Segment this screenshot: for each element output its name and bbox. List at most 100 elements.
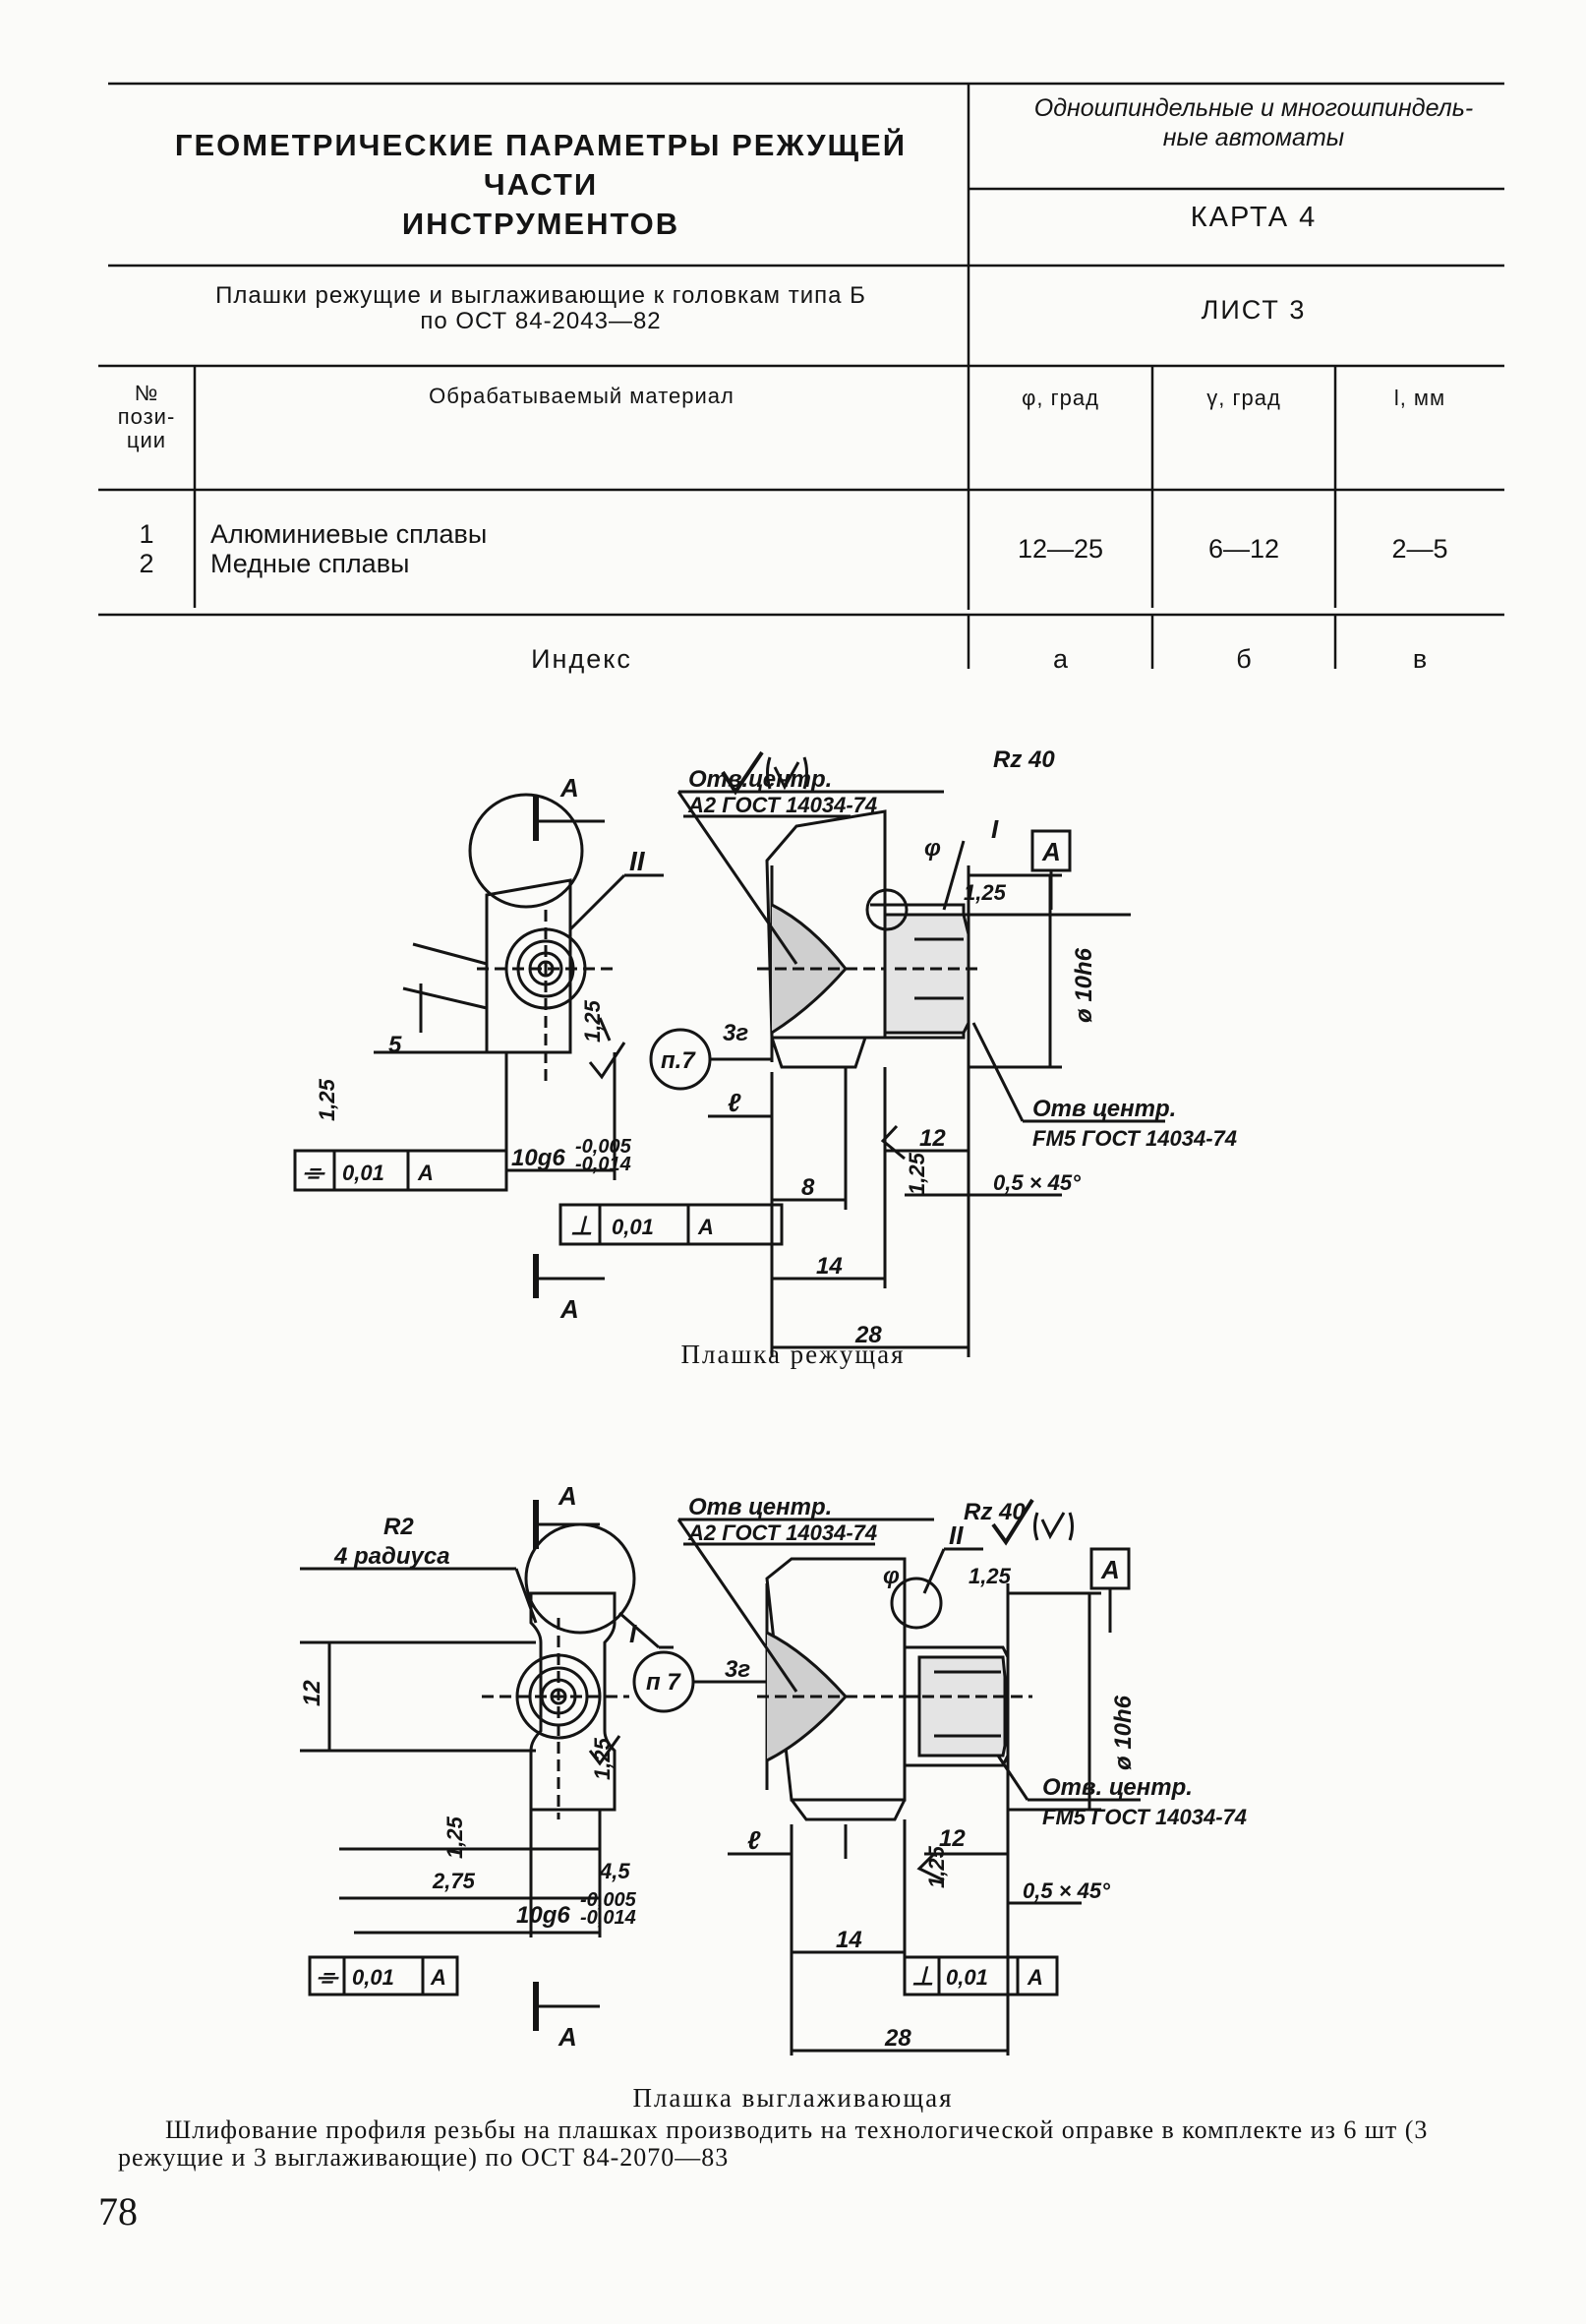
machine-type-line1: Одношпиндельные и многошпиндель- (1033, 94, 1474, 122)
d2-section-bottom: А (558, 2022, 577, 2052)
d1-sym-tolerance: 0,01 (342, 1161, 384, 1185)
d2-sym-datum: А (430, 1965, 446, 1990)
value-phi: 12—25 (1017, 534, 1104, 564)
row-materials: Алюминиевые сплавы Медные сплавы (210, 519, 958, 578)
d1-section-bottom: А (559, 1294, 579, 1324)
row-position-1: 1 (139, 519, 154, 549)
card-title-line1: ГЕОМЕТРИЧЕСКИЕ ПАРАМЕТРЫ РЕЖУЩЕЙ ЧАСТИ (174, 128, 908, 202)
d1-tol-upper: -0,005 (575, 1136, 632, 1158)
d1-dim-125-side: 1,25 (580, 999, 605, 1043)
grinding-note: Шлифование профиля резьбы на плашках про… (118, 2115, 1429, 2172)
d2-phi-label: φ (883, 1563, 900, 1589)
material-copper: Медные сплавы (210, 549, 410, 578)
d1-sym-datum: А (417, 1161, 434, 1185)
d1-section-top: А (559, 773, 579, 803)
d2-perp-datum: А (1027, 1965, 1043, 1990)
d1-roughness: Rz 40 (993, 746, 1055, 773)
d1-dim-5: 5 (388, 1032, 402, 1058)
sheet-number: ЛИСТ 3 (1201, 295, 1307, 325)
d2-chamfer: 0,5 × 45° (1023, 1878, 1110, 1903)
card-number: КАРТА 4 (1190, 202, 1318, 233)
d2-radius-note: 4 радиуса (333, 1543, 450, 1570)
d1-symmetry-icon: ⌯ (303, 1157, 325, 1186)
card-title-line2: ИНСТРУМЕНТОВ (401, 207, 680, 241)
d2-dim-14: 14 (836, 1927, 862, 1953)
d2-tol-upper: -0,005 (580, 1889, 637, 1911)
d2-dim-275: 2,75 (432, 1869, 476, 1893)
d1-tol-lower: -0,014 (575, 1154, 631, 1175)
d1-dim-8: 8 (801, 1174, 815, 1201)
row-positions: 1 2 (98, 519, 195, 578)
col-header-length: l, мм (1393, 386, 1446, 410)
col-header-material: Обрабатываемый материал (429, 384, 734, 408)
d1-center-hole-top: Отв.центр. (688, 766, 832, 793)
d2-dim-45: 4,5 (599, 1859, 630, 1883)
d1-view-label: II (629, 846, 646, 876)
d1-chamfer: 0,5 × 45° (993, 1170, 1081, 1195)
d1-center-hole-bottom-std: FM5 ГОСТ 14034-74 (1032, 1126, 1237, 1151)
d1-detail-label: I (991, 814, 999, 844)
table-grid (98, 82, 1504, 669)
index-phi: а (1052, 644, 1069, 674)
d1-center-hole-top-std: А2 ГОСТ 14034-74 (687, 793, 877, 817)
d2-sym-tolerance: 0,01 (352, 1965, 394, 1990)
machine-type: Одношпиндельные и многошпиндель- ные авт… (978, 93, 1529, 152)
d2-view-label: II (949, 1520, 964, 1550)
d1-perpendicularity-icon: ⊥ (570, 1211, 593, 1240)
d2-dim-28: 28 (884, 2025, 911, 2052)
d2-radius: R2 (383, 1514, 414, 1540)
d2-diameter: ø 10h6 (1110, 1695, 1137, 1770)
d2-l-symbol: ℓ (747, 1825, 761, 1855)
d1-phi-label: φ (924, 835, 941, 862)
d2-center-hole-bottom-std: FM5 ГОСТ 14034-74 (1042, 1805, 1247, 1829)
d2-perpendicularity-icon: ⊥ (911, 1961, 934, 1991)
d1-width: 10g6 (511, 1145, 565, 1171)
d1-diameter: ø 10h6 (1071, 947, 1097, 1023)
d2-center-hole-top-std: А2 ГОСТ 14034-74 (687, 1520, 877, 1545)
d2-dim-12: 12 (939, 1825, 966, 1852)
index-gamma: б (1236, 644, 1252, 674)
col-header-position: № пози- ции (98, 382, 195, 452)
index-label: Индекс (531, 644, 632, 674)
value-length: 2—5 (1391, 534, 1448, 564)
col-header-phi: φ, град (1022, 386, 1099, 410)
d1-dim-12: 12 (919, 1125, 946, 1152)
d2-dim-125-left: 1,25 (442, 1816, 467, 1859)
d1-dim-14: 14 (816, 1253, 843, 1280)
d2-dim-125-bottom: 1,25 (924, 1845, 949, 1888)
d2-note-ref: п 7 (646, 1669, 681, 1696)
value-gamma: 6—12 (1207, 534, 1280, 564)
d1-dim-125-left: 1,25 (315, 1078, 339, 1121)
d2-tol-lower: -0,014 (580, 1907, 636, 1929)
col-header-gamma: γ, град (1206, 386, 1281, 410)
col-header-position-line2: пози- (117, 404, 176, 429)
caption-burnishing-die: Плашка выглаживающая (632, 2083, 954, 2113)
d2-dim-125-top: 1,25 (969, 1564, 1012, 1588)
d1-dim-125-top: 1,25 (964, 880, 1007, 905)
d1-perp-datum: А (697, 1215, 714, 1239)
d2-section-top: А (558, 1485, 577, 1511)
d2-roughness: Rz 40 (964, 1499, 1026, 1525)
index-length: в (1412, 644, 1428, 674)
d2-detail-label: I (629, 1619, 637, 1648)
d2-dim-12-left: 12 (299, 1680, 325, 1706)
d2-angle-note: 3г (725, 1656, 750, 1683)
d1-dim-28: 28 (854, 1322, 882, 1348)
tool-subtitle-line2: по ОСТ 84-2043—82 (420, 308, 662, 334)
material-aluminium: Алюминиевые сплавы (210, 519, 488, 549)
d2-perp-tolerance: 0,01 (946, 1965, 988, 1990)
d1-dim-125-bottom: 1,25 (905, 1152, 929, 1195)
row-position-2: 2 (139, 549, 154, 578)
d2-center-hole-top: Отв центр. (688, 1494, 832, 1520)
d2-symmetry-icon: ⌯ (317, 1961, 339, 1991)
tool-subtitle: Плашки режущие и выглаживающие к головка… (108, 283, 973, 334)
d1-l-symbol: ℓ (728, 1088, 741, 1117)
card-title: ГЕОМЕТРИЧЕСКИЕ ПАРАМЕТРЫ РЕЖУЩЕЙ ЧАСТИ И… (113, 126, 969, 244)
d1-perp-tolerance: 0,01 (612, 1215, 654, 1239)
col-header-position-line3: ции (126, 428, 167, 452)
tool-subtitle-line1: Плашки режущие и выглаживающие к головка… (215, 282, 866, 309)
col-header-position-line1: № (134, 381, 159, 405)
d2-center-hole-bottom: Отв. центр. (1042, 1774, 1193, 1801)
d2-dim-125-side: 1,25 (590, 1737, 615, 1780)
machine-type-line2: ные автоматы (1162, 124, 1345, 151)
